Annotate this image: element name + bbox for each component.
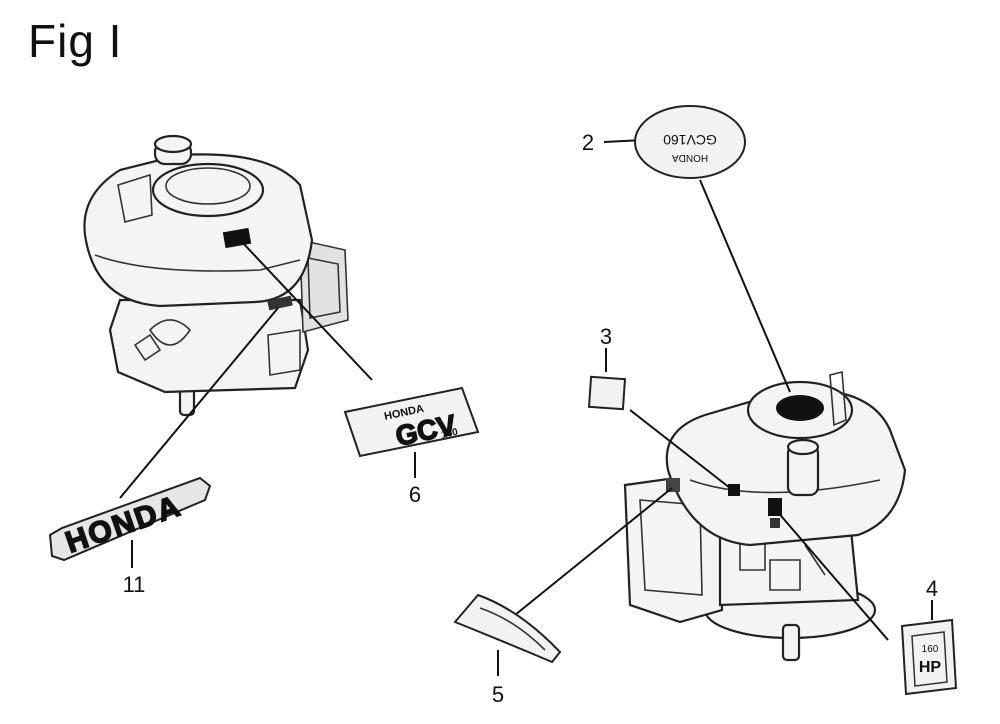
hp-decal-text-2: HP: [919, 659, 942, 676]
callout-11: 11: [123, 572, 146, 597]
cap-decal-part-2: HONDA GCV160: [634, 105, 746, 179]
engine-right: [623, 370, 907, 662]
strip-decal-part-5: [453, 593, 562, 664]
callout-3: 3: [600, 324, 612, 349]
cap-decal-text-1: HONDA: [672, 152, 708, 163]
callout-4: 4: [926, 576, 938, 601]
callout-5: 5: [492, 682, 504, 707]
gcv-decal-part-6: HONDA GCV 160: [343, 386, 480, 458]
engine-left: [83, 134, 349, 417]
gcv-decal-text-sub: 160: [440, 427, 459, 441]
hp-decal-text-1: 160: [922, 644, 939, 655]
callout-2: 2: [582, 130, 594, 155]
honda-decal-text: HONDA: [62, 489, 186, 559]
hp-decal-part-4: 160 HP: [900, 618, 958, 696]
small-decal-part-3: [587, 375, 627, 411]
callout-numbers: 2 3 4 5 6 11: [123, 130, 939, 707]
callout-6: 6: [409, 482, 421, 507]
honda-decal-part-11: HONDA: [48, 476, 212, 562]
cap-decal-text-2: GCV160: [663, 132, 717, 148]
figure-title: Fig I: [28, 15, 123, 67]
leader-lines: [119, 139, 933, 676]
